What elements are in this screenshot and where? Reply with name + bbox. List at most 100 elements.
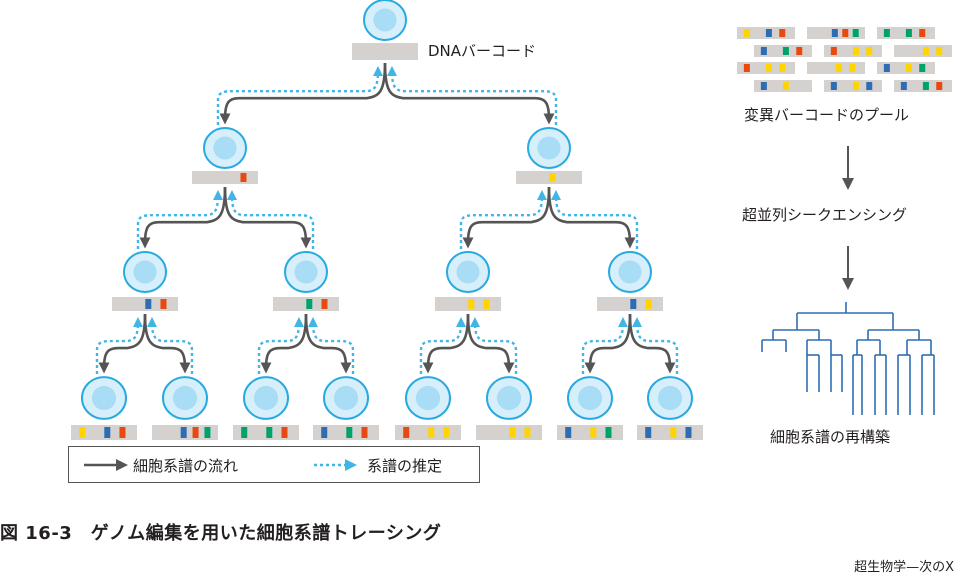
inferred-lineage-arrow	[631, 316, 679, 374]
barcode-mark-blue	[900, 82, 907, 90]
barcode-mark-blue	[104, 427, 111, 438]
barcode-mark-red	[240, 173, 247, 182]
pool-barcode	[877, 62, 935, 74]
cell-nucleus	[618, 260, 642, 284]
cell-nucleus	[415, 385, 441, 411]
barcode-level3-1	[71, 425, 137, 440]
barcode-level3-5	[395, 425, 461, 440]
barcode-level2-4	[597, 297, 663, 311]
cell-nucleus	[577, 385, 603, 411]
barcode-mark-blue	[145, 299, 152, 309]
lineage-flow-arrow	[139, 186, 227, 249]
barcode-mark-blue	[830, 82, 837, 90]
legend-dotted-label: 系譜の推定	[367, 457, 443, 475]
barcode-mark-red	[281, 427, 288, 438]
workflow-arrows	[842, 146, 854, 290]
barcode-pool	[737, 27, 952, 92]
cell-level2-2	[284, 251, 328, 293]
inferred-lineage-arrow	[216, 65, 384, 125]
barcode-mark-red	[160, 299, 167, 309]
cell-level3-3	[243, 376, 289, 420]
cell-level2-4	[608, 251, 652, 293]
cell-nucleus	[133, 260, 157, 284]
book-credit: 超生物学—次のX	[854, 560, 954, 575]
cell-nucleus	[333, 385, 359, 411]
barcode-mark-green	[905, 29, 912, 37]
barcode-mark-yellow	[936, 47, 943, 55]
dna-barcode-label: DNAバーコード	[428, 42, 537, 60]
barcode-level2-2	[273, 297, 339, 311]
pool-barcode	[737, 27, 795, 39]
barcode-strip	[597, 297, 663, 311]
cell-level2-3	[446, 251, 490, 293]
lineage-flow-arrow	[223, 186, 312, 249]
down-arrow-head	[842, 278, 854, 290]
down-arrow-head	[842, 178, 854, 190]
barcode-level1-2	[516, 171, 582, 184]
barcode-mark-red	[403, 427, 410, 438]
legend-dotted-arrow-head	[345, 459, 357, 471]
pool-barcode	[824, 80, 882, 92]
sequencing-label: 超並列シークエンシング	[742, 206, 908, 224]
barcode-mark-yellow	[670, 427, 677, 438]
pool-barcode	[894, 45, 952, 57]
barcode-mark-yellow	[852, 47, 859, 55]
barcode-mark-green	[852, 29, 859, 37]
barcode-mark-yellow	[483, 299, 490, 309]
cell-level3-6	[486, 376, 532, 420]
barcode-mark-yellow	[509, 427, 516, 438]
barcode-level3-2	[152, 425, 218, 440]
inferred-lineage-arrow	[257, 316, 305, 374]
barcode-mark-green	[883, 29, 890, 37]
cell-level0-1	[363, 0, 407, 41]
barcode-mark-yellow	[645, 299, 652, 309]
inferred-lineage-arrow	[226, 189, 315, 249]
cell-nucleus	[213, 136, 237, 160]
barcode-mark-green	[306, 299, 313, 309]
barcode-mark-blue	[565, 427, 572, 438]
legend-solid-label: 細胞系譜の流れ	[133, 457, 239, 475]
inferred-lineage-arrow	[459, 189, 548, 249]
barcode-mark-green	[605, 427, 612, 438]
barcode-mark-blue	[765, 29, 772, 37]
barcode-level3-4	[313, 425, 379, 440]
pool-barcode	[754, 80, 812, 92]
lineage-flow-arrow	[584, 313, 632, 374]
lineage-flow-arrow	[462, 186, 551, 249]
barcode-level3-7	[557, 425, 623, 440]
cell-level3-1	[81, 376, 127, 420]
barcode-mark-red	[796, 47, 803, 55]
inferred-lineage-arrow	[136, 189, 224, 249]
inferred-lineage-arrow	[550, 189, 639, 249]
barcode-mark-green	[204, 427, 211, 438]
lineage-flow-arrow	[304, 313, 352, 374]
barcode-mark-yellow	[849, 64, 856, 72]
barcode-strip	[476, 425, 542, 440]
cell-level3-5	[405, 376, 451, 420]
barcode-strip	[435, 297, 501, 311]
cell-nucleus	[373, 8, 397, 32]
barcode-mark-blue	[645, 427, 652, 438]
barcode-mark-yellow	[779, 64, 786, 72]
lineage-flow-arrow	[422, 313, 470, 374]
barcode-mark-green	[266, 427, 273, 438]
barcode-strip	[516, 171, 582, 184]
cell-level3-8	[647, 376, 693, 420]
barcode-level3-6	[476, 425, 542, 440]
barcode-mark-red	[192, 427, 199, 438]
reconstruction-label: 細胞系譜の再構築	[770, 428, 891, 446]
barcode-strip	[273, 297, 339, 311]
barcode-strip	[352, 43, 418, 60]
reconstructed-tree	[761, 302, 935, 415]
cell-nucleus	[537, 136, 561, 160]
barcode-level3-8	[637, 425, 703, 440]
inferred-lineage-arrow	[95, 316, 144, 374]
inferred-lineage-arrow	[146, 316, 194, 374]
barcode-strip	[112, 297, 178, 311]
cell-nucleus	[91, 385, 117, 411]
barcode-mark-red	[842, 29, 849, 37]
barcode-mark-yellow	[524, 427, 531, 438]
pool-barcode	[894, 80, 952, 92]
barcode-mark-yellow	[922, 47, 929, 55]
